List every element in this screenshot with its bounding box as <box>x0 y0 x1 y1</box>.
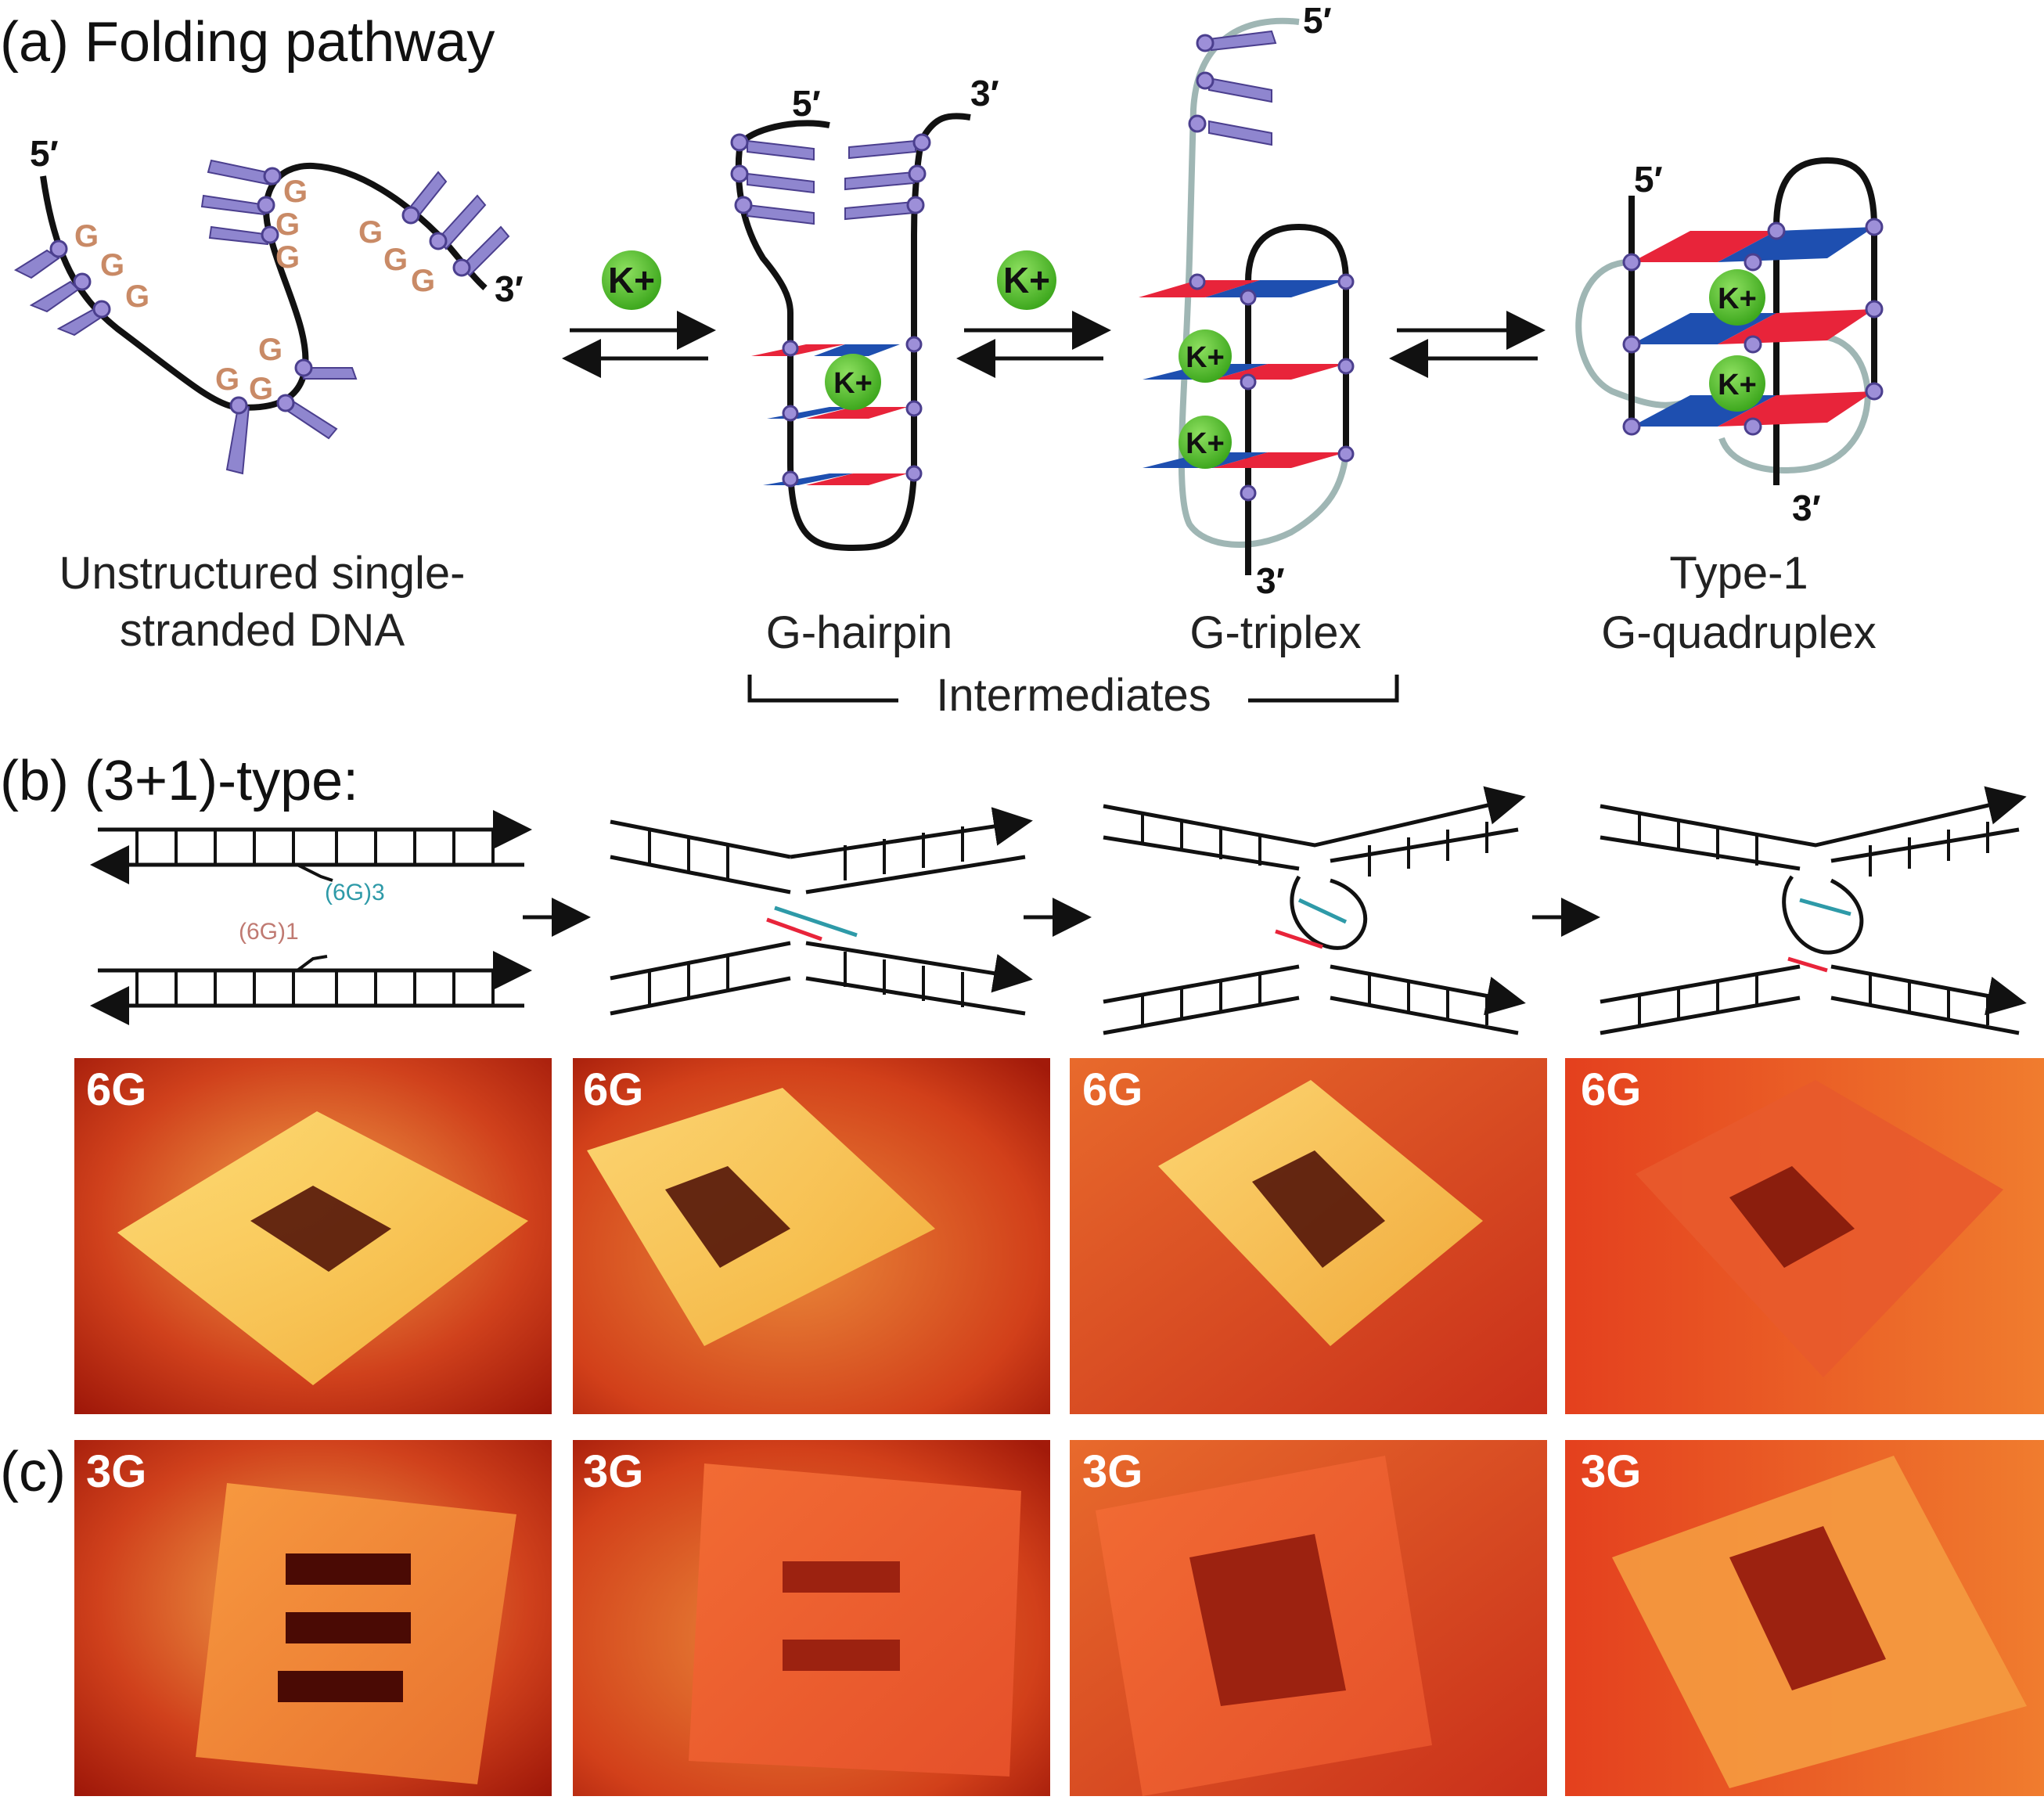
k-ion-marker <box>1179 416 1232 469</box>
svg-text:K+: K+ <box>1003 260 1050 301</box>
afm-row-b: 6G 6G 6G 6G <box>74 1058 2044 1414</box>
svg-text:G: G <box>100 248 124 283</box>
equilibrium-arrows-1: K+ <box>562 250 716 378</box>
svg-text:K+: K+ <box>608 260 655 301</box>
svg-text:K+: K+ <box>1186 341 1225 374</box>
three-prime-label: 3′ <box>495 268 524 309</box>
panel-b-title: (b) (3+1)-type: <box>0 750 358 812</box>
k-ion-marker <box>1179 329 1232 383</box>
five-prime-label: 5′ <box>1634 159 1663 200</box>
svg-text:G: G <box>358 215 383 250</box>
triplex-backbone <box>1245 223 1349 575</box>
afm-image-c2: 3G <box>573 1440 1050 1796</box>
sequence-label-6g3: (6G)3 <box>325 880 385 905</box>
stage-g-triplex: K+ K+ 5′ 3′ G-triplex <box>1139 0 1362 658</box>
panel-b: (b) (3+1)-type: (6G)3 (6G)1 <box>0 750 2019 1033</box>
k-ion-marker <box>825 354 881 410</box>
afm-image-c3: 3G <box>1070 1440 1547 1796</box>
triplex-tetrads <box>1139 280 1346 468</box>
afm-image-c1: 3G <box>74 1440 552 1796</box>
svg-text:G: G <box>258 333 282 367</box>
stage-g-hairpin: K+ 5′ 3′ G-hairpin <box>730 73 999 658</box>
k-ion-marker <box>602 250 661 310</box>
ssdna-backbone <box>40 162 488 411</box>
sequence-label-6g1: (6G)1 <box>239 919 299 945</box>
hairpin-backbone <box>735 113 971 552</box>
afm-label: 6G <box>1082 1064 1143 1115</box>
panel-c: (c) 3G 3G 3G 3G <box>0 1440 2044 1796</box>
svg-text:G: G <box>249 372 273 406</box>
five-prime-label: 5′ <box>1303 0 1332 41</box>
svg-text:G: G <box>125 279 149 314</box>
svg-text:G: G <box>275 207 300 242</box>
five-prime-label: 5′ <box>792 83 821 124</box>
quadruplex-backbone <box>1628 157 1877 485</box>
svg-text:G: G <box>215 362 239 397</box>
stage-label-quadruplex-2: G-quadruplex <box>1601 607 1876 658</box>
svg-text:G: G <box>275 240 300 275</box>
k-ion-marker <box>997 250 1056 310</box>
svg-text:G: G <box>283 175 308 209</box>
stage-label-quadruplex-1: Type-1 <box>1669 548 1808 599</box>
schematic-separated-duplexes <box>90 810 532 1025</box>
hairpin-tetrads <box>751 344 908 485</box>
schematic-junction-2 <box>1103 786 1518 1033</box>
stage-g-quadruplex: K+ K+ 5′ 3′ Type-1 G-quadruplex <box>1575 157 1884 658</box>
schematic-junction-1 <box>610 822 1025 1016</box>
stage-label-unstructured-1: Unstructured single- <box>59 548 466 599</box>
afm-label: 6G <box>1581 1064 1641 1115</box>
svg-text:K+: K+ <box>1186 427 1225 460</box>
guanine-labels: G G G G G G G G G G G G <box>74 175 435 406</box>
svg-text:K+: K+ <box>1718 369 1757 401</box>
triplex-grey-loop <box>1178 17 1349 548</box>
afm-image-c4: 3G <box>1565 1440 2044 1796</box>
afm-label: 6G <box>583 1064 643 1115</box>
svg-text:K+: K+ <box>833 367 873 400</box>
panel-c-title: (c) <box>0 1441 66 1503</box>
three-prime-label: 3′ <box>970 73 999 113</box>
stage-unstructured-ssdna: G G G G G G G G G G G G 5′ 3′ Unstructur… <box>13 133 524 656</box>
panel-a: (a) Folding pathway <box>0 0 1884 721</box>
stage-label-triplex: G-triplex <box>1189 607 1361 658</box>
intermediates-bracket: Intermediates <box>747 670 1399 721</box>
quadruplex-grey-loop <box>1575 259 1871 473</box>
k-ion-marker <box>1709 269 1765 326</box>
three-prime-label: 3′ <box>1256 560 1285 601</box>
intermediates-label: Intermediates <box>936 670 1211 721</box>
equilibrium-arrows-3 <box>1389 311 1546 378</box>
stage-label-unstructured-2: stranded DNA <box>120 605 405 656</box>
afm-label: 3G <box>1082 1446 1143 1497</box>
stage-label-hairpin: G-hairpin <box>766 607 953 658</box>
k-ion-marker <box>1709 355 1765 412</box>
afm-image-b2: 6G <box>573 1058 1050 1414</box>
afm-label: 3G <box>1581 1446 1641 1497</box>
equilibrium-arrows-2: K+ <box>956 250 1111 378</box>
afm-image-b3: 6G <box>1070 1058 1547 1414</box>
afm-label: 3G <box>86 1446 146 1497</box>
afm-label: 3G <box>583 1446 643 1497</box>
svg-text:G: G <box>74 219 99 254</box>
afm-label: 6G <box>86 1064 146 1115</box>
svg-text:K+: K+ <box>1718 283 1757 315</box>
three-prime-label: 3′ <box>1792 488 1821 528</box>
svg-text:G: G <box>411 264 435 298</box>
svg-text:G: G <box>383 243 408 277</box>
afm-image-b4: 6G <box>1565 1058 2044 1414</box>
panel-a-title: (a) Folding pathway <box>0 11 495 74</box>
schematic-junction-3 <box>1600 786 2019 1033</box>
afm-image-b1: 6G <box>74 1058 552 1414</box>
five-prime-label: 5′ <box>30 133 59 174</box>
